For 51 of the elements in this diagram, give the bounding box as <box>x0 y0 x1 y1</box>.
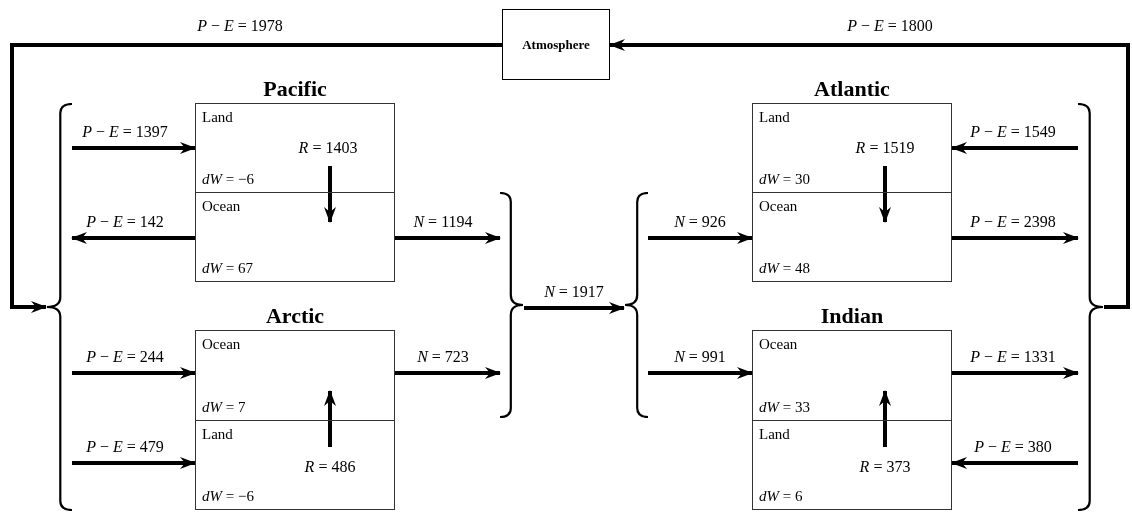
arrow <box>879 390 891 447</box>
arrow <box>324 390 336 447</box>
compartment-box <box>752 330 952 421</box>
arrow <box>952 367 1079 379</box>
arrow <box>71 232 195 244</box>
compartment-name: Ocean <box>759 197 798 215</box>
curly-brace <box>46 103 72 511</box>
compartment-name: Land <box>759 425 790 443</box>
storage-value: dW = 7 <box>202 398 246 416</box>
basin-title: Indian <box>819 302 885 330</box>
arrow <box>10 43 502 313</box>
arrow <box>395 232 501 244</box>
curly-brace <box>500 192 524 418</box>
arrow <box>72 367 196 379</box>
storage-value: dW = 67 <box>202 259 253 277</box>
compartment-box <box>195 420 395 510</box>
arrow <box>324 166 336 223</box>
curly-brace <box>624 192 648 418</box>
arrow <box>72 457 196 469</box>
compartment-name: Ocean <box>759 335 798 353</box>
arrow <box>951 142 1078 154</box>
basin-title: Pacific <box>262 75 328 103</box>
storage-value: dW = −6 <box>202 170 254 188</box>
arrow <box>609 39 1130 309</box>
compartment-name: Land <box>202 425 233 443</box>
arrow <box>648 232 753 244</box>
atmosphere-box <box>502 9 610 80</box>
arrow <box>72 142 196 154</box>
storage-value: dW = −6 <box>202 487 254 505</box>
compartment-box <box>195 330 395 421</box>
storage-value: dW = 30 <box>759 170 810 188</box>
basin-title: Arctic <box>264 302 326 330</box>
compartment-box <box>195 192 395 282</box>
storage-value: dW = 33 <box>759 398 810 416</box>
basin-title: Atlantic <box>813 75 891 103</box>
arrow <box>395 367 501 379</box>
compartment-box <box>752 192 952 282</box>
arrow <box>879 166 891 223</box>
compartment-name: Land <box>759 108 790 126</box>
compartment-name: Land <box>202 108 233 126</box>
box-label: Atmosphere <box>522 35 590 54</box>
storage-value: dW = 6 <box>759 487 803 505</box>
arrow <box>648 367 753 379</box>
storage-value: dW = 48 <box>759 259 810 277</box>
arrow <box>952 232 1079 244</box>
compartment-box <box>752 420 952 510</box>
arrow <box>951 457 1078 469</box>
arrow <box>524 302 625 314</box>
compartment-name: Ocean <box>202 335 241 353</box>
compartment-name: Ocean <box>202 197 241 215</box>
curly-brace <box>1078 103 1104 511</box>
